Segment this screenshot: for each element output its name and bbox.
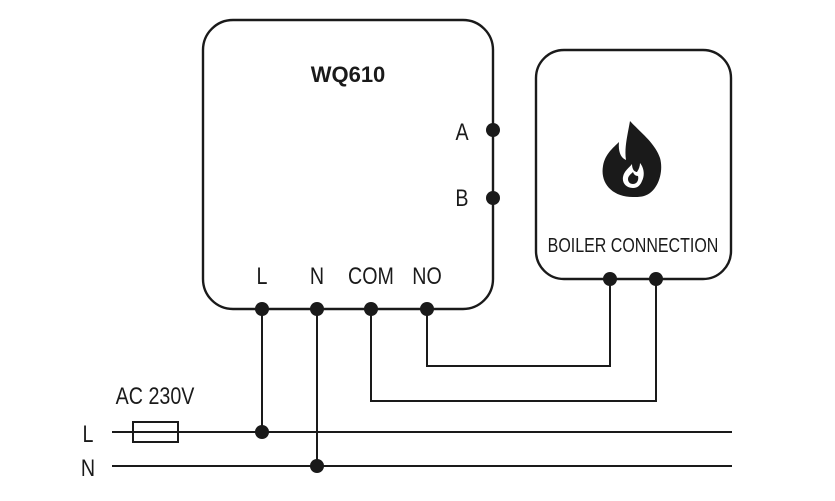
junction-n-dot	[310, 459, 324, 473]
terminal-a-label: A	[455, 118, 468, 145]
terminal-b-dot	[486, 191, 500, 205]
terminal-n-label: N	[310, 262, 324, 289]
flame-icon	[602, 121, 662, 197]
supply-voltage-label: AC 230V	[116, 382, 195, 409]
terminal-no-label: NO	[412, 262, 442, 289]
junction-l-dot	[255, 425, 269, 439]
terminal-a-dot	[486, 123, 500, 137]
thermostat-box	[201, 18, 495, 311]
terminal-no-dot	[420, 302, 434, 316]
terminal-n-dot	[310, 302, 324, 316]
boiler-terminal-1-dot	[603, 272, 617, 286]
terminal-l-dot	[255, 302, 269, 316]
terminal-com-label: COM	[348, 262, 394, 289]
terminal-l-label: L	[257, 262, 268, 289]
terminal-com-dot	[364, 302, 378, 316]
boiler-terminal-2-dot	[649, 272, 663, 286]
boiler-connection-label: BOILER CONNECTION	[548, 234, 719, 256]
wires	[112, 280, 732, 467]
terminal-b-label: B	[455, 184, 468, 211]
device-model-label: WQ610	[311, 62, 386, 87]
supply-line-label: L	[83, 420, 94, 447]
supply-neutral-label: N	[81, 454, 95, 481]
wire-com-to-boiler	[370, 280, 657, 402]
wire-no-to-boiler	[426, 280, 611, 367]
